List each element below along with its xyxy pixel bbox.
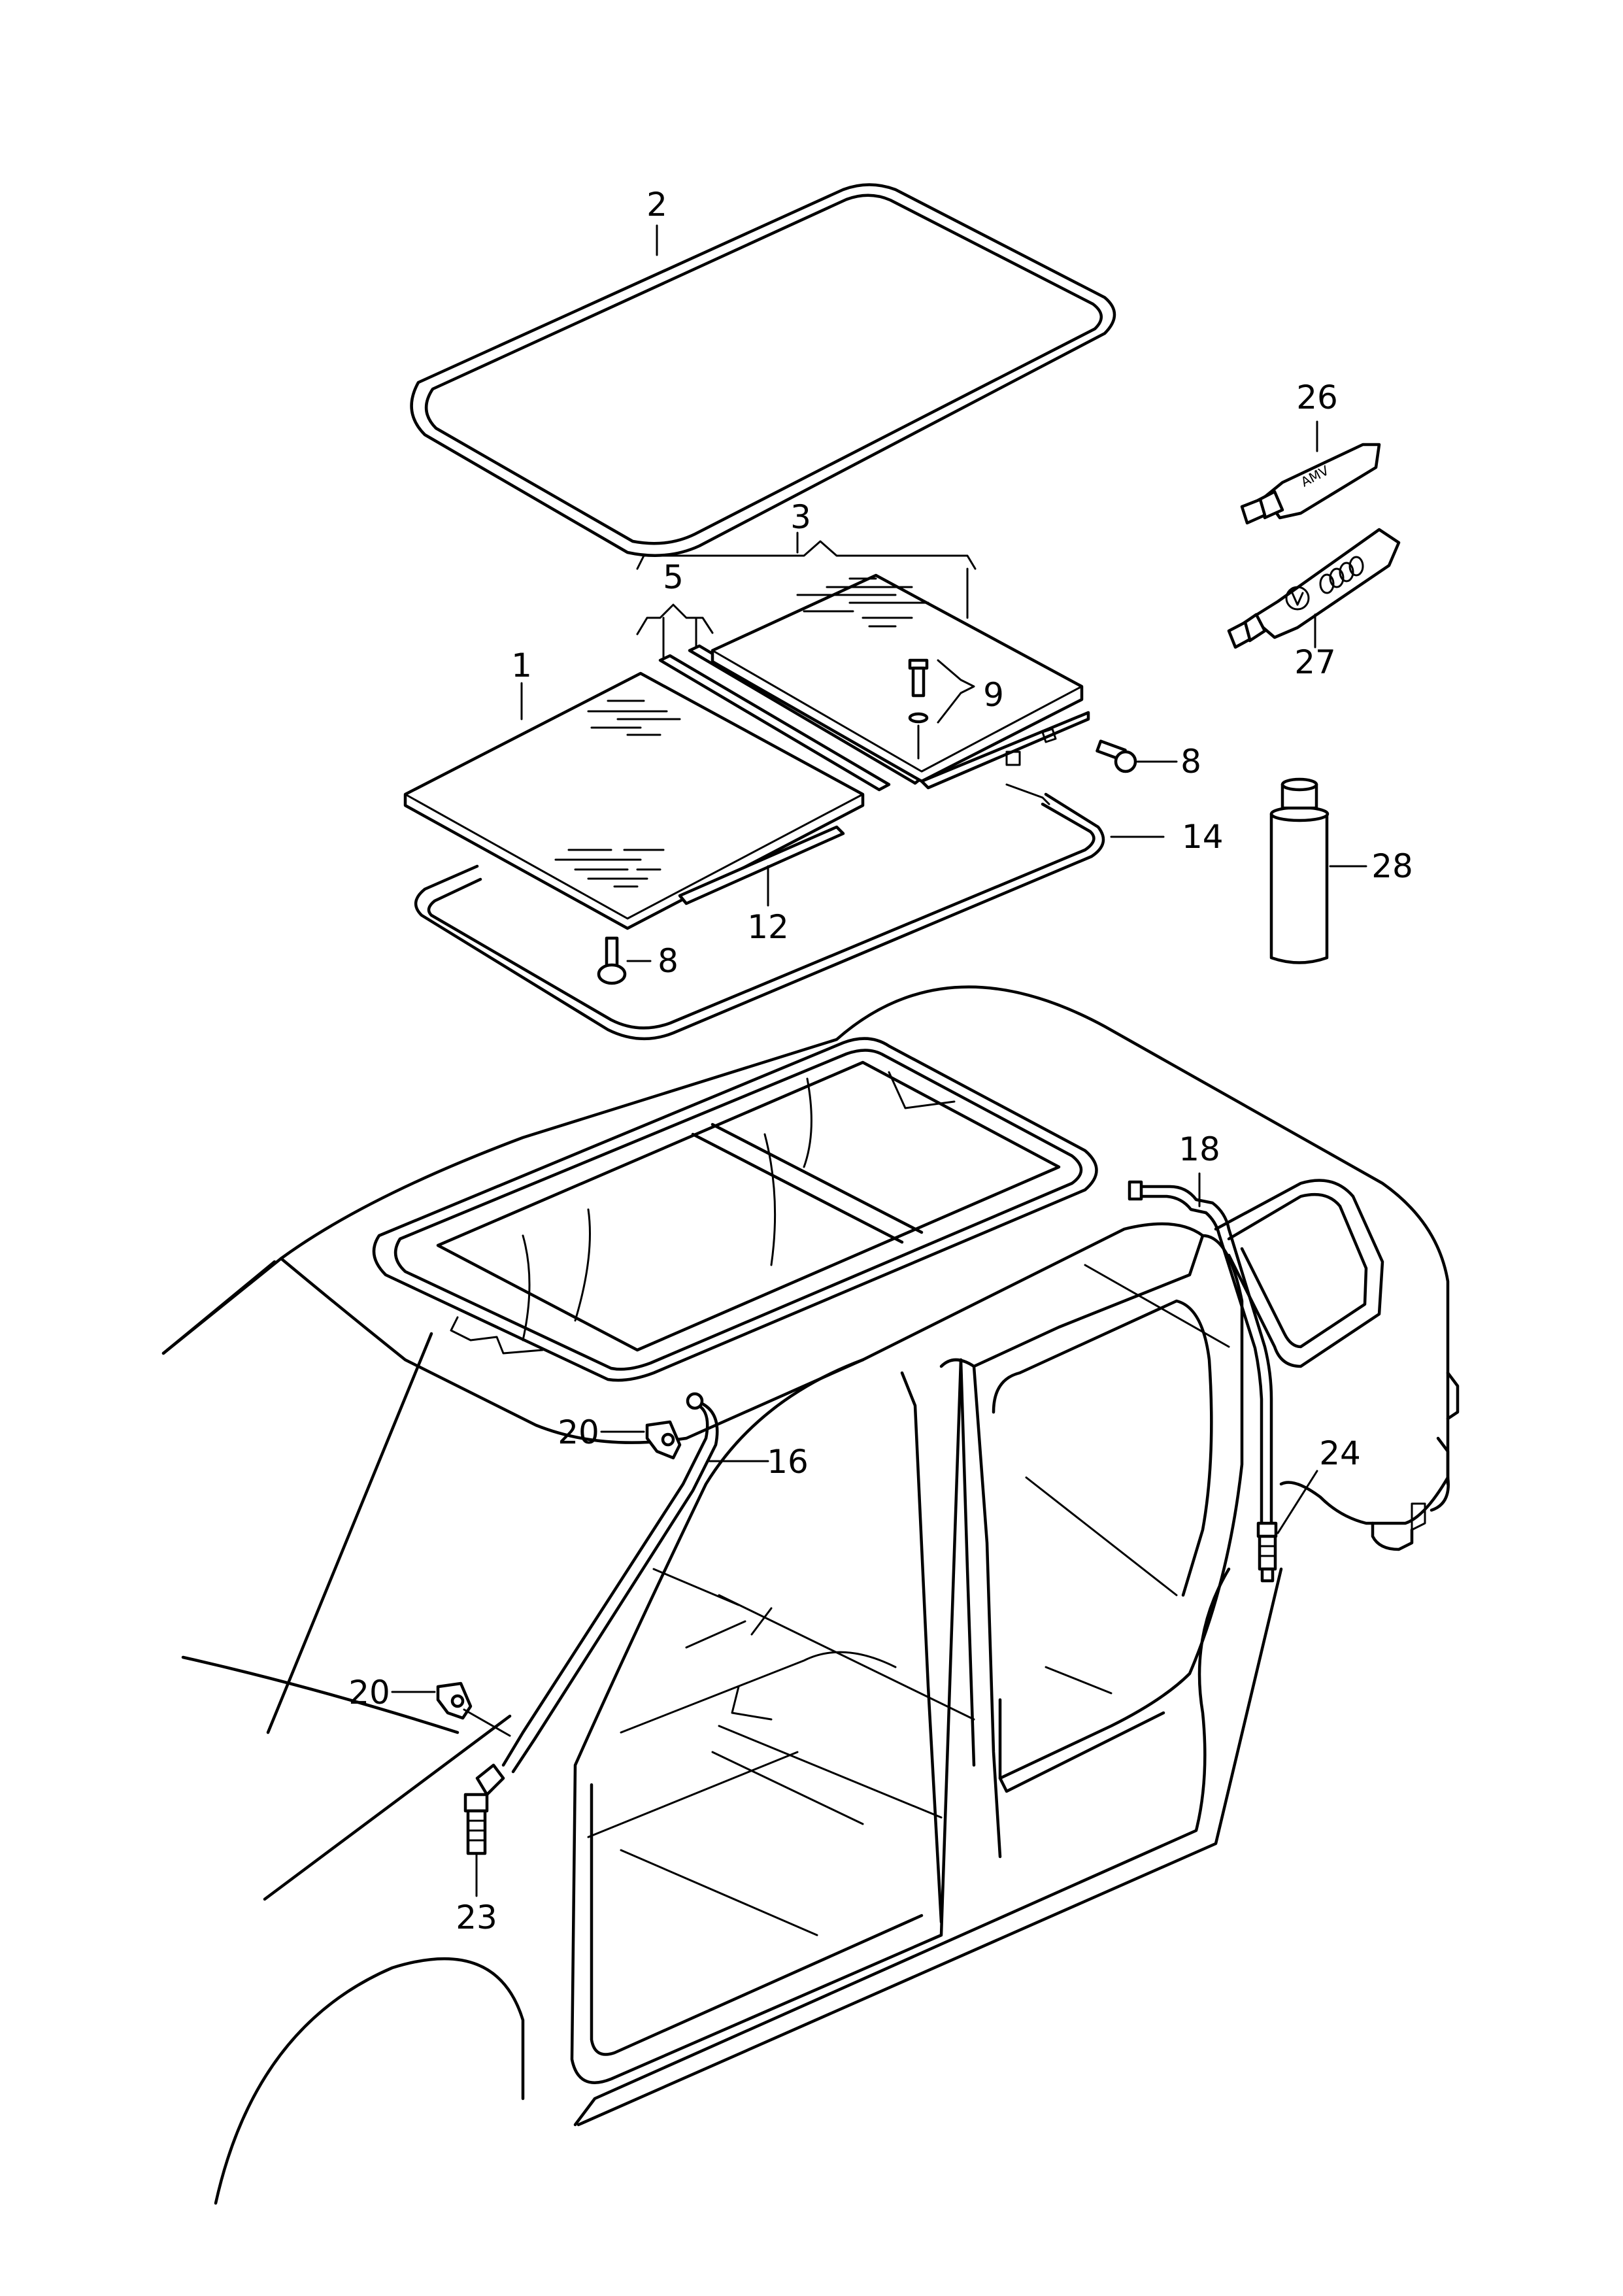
callout-20-lower: 20	[348, 1674, 390, 1712]
callout-28: 28	[1371, 847, 1413, 885]
bracket-3	[636, 540, 977, 619]
callout-26: 26	[1296, 379, 1338, 416]
callout-8-lower: 8	[658, 942, 678, 980]
part-18-rear-drain-hose	[1128, 1172, 1273, 1525]
callout-16: 16	[767, 1443, 809, 1481]
callout-23: 23	[456, 1899, 497, 1936]
part-20-clip-lower	[391, 1681, 511, 1737]
part-9-screw-washer	[908, 658, 975, 760]
callout-27: 27	[1294, 643, 1336, 681]
callout-2: 2	[646, 186, 667, 224]
part-3-rear-glass	[711, 573, 1090, 790]
callout-5: 5	[663, 558, 684, 596]
part-8-screw-right	[1096, 739, 1178, 773]
callout-20-upper: 20	[558, 1413, 599, 1451]
part-23-drain-valve	[463, 1763, 505, 1897]
part-26-amv-tube: AMV	[1240, 420, 1381, 525]
callout-24: 24	[1319, 1434, 1361, 1472]
part-24-drain-valve	[1256, 1470, 1318, 1583]
part-28-bottle	[1269, 777, 1367, 964]
leader-lines	[520, 224, 799, 720]
callout-9: 9	[983, 676, 1004, 714]
callout-labels: 2 3 5 1 9 8 14 12 8 26 27 28 18 20 16 24…	[348, 186, 1413, 1936]
callout-3: 3	[790, 498, 811, 536]
part-2-seal-frame	[410, 183, 1116, 557]
callout-12: 12	[747, 908, 789, 946]
part-16-front-drain-hose	[501, 1392, 769, 1774]
part-20-clip-upper	[600, 1420, 682, 1460]
part-14-lower-frame	[414, 783, 1165, 1041]
part-8-screw-lower	[597, 936, 652, 985]
part-27-vw-tube	[1227, 528, 1401, 649]
callout-14: 14	[1182, 818, 1224, 856]
callout-1: 1	[511, 647, 532, 684]
vehicle-body	[161, 985, 1460, 2205]
callout-18: 18	[1179, 1130, 1220, 1168]
part-12-strip	[678, 825, 845, 907]
callout-8-right: 8	[1180, 743, 1201, 781]
